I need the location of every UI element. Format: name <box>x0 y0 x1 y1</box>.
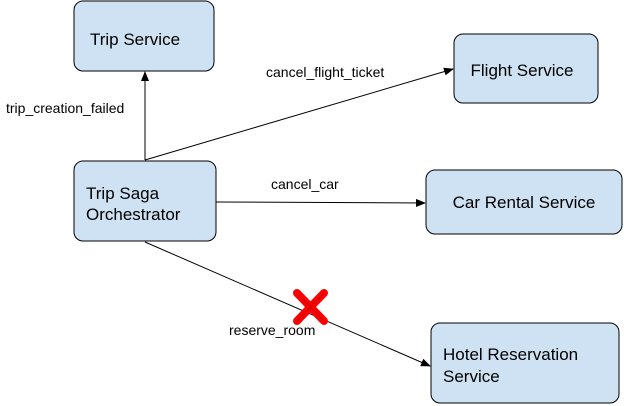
node-car-rental-service: Car Rental Service <box>425 169 623 235</box>
node-hotel-reservation-service: Hotel Reservation Service <box>430 322 620 404</box>
edge-label-cancel-car: cancel_car <box>271 176 339 192</box>
failure-x-icon <box>293 289 328 325</box>
edge-label-trip-creation-failed: trip_creation_failed <box>6 100 124 116</box>
node-label-line-2: Service <box>443 367 500 386</box>
edges <box>141 67 454 367</box>
edge-cancel-car <box>215 198 426 207</box>
node-trip-saga-orchestrator: Trip Saga Orchestrator <box>73 160 217 242</box>
edge-reserve-room <box>144 241 431 367</box>
node-label-line-1: Hotel Reservation <box>443 345 578 364</box>
node-label-line-1: Trip Saga <box>86 184 160 203</box>
node-label: Flight Service <box>471 61 574 80</box>
node-trip-service: Trip Service <box>73 0 215 72</box>
node-label: Car Rental Service <box>453 193 596 212</box>
edge-cancel-flight-ticket <box>144 67 454 161</box>
edge-label-cancel-flight-ticket: cancel_flight_ticket <box>266 64 384 80</box>
node-label: Trip Service <box>90 30 180 49</box>
edge-labels: trip_creation_failed cancel_flight_ticke… <box>6 64 384 338</box>
node-label-line-2: Orchestrator <box>86 205 181 224</box>
edge-label-reserve-room: reserve_room <box>229 322 315 338</box>
node-flight-service: Flight Service <box>453 33 599 104</box>
